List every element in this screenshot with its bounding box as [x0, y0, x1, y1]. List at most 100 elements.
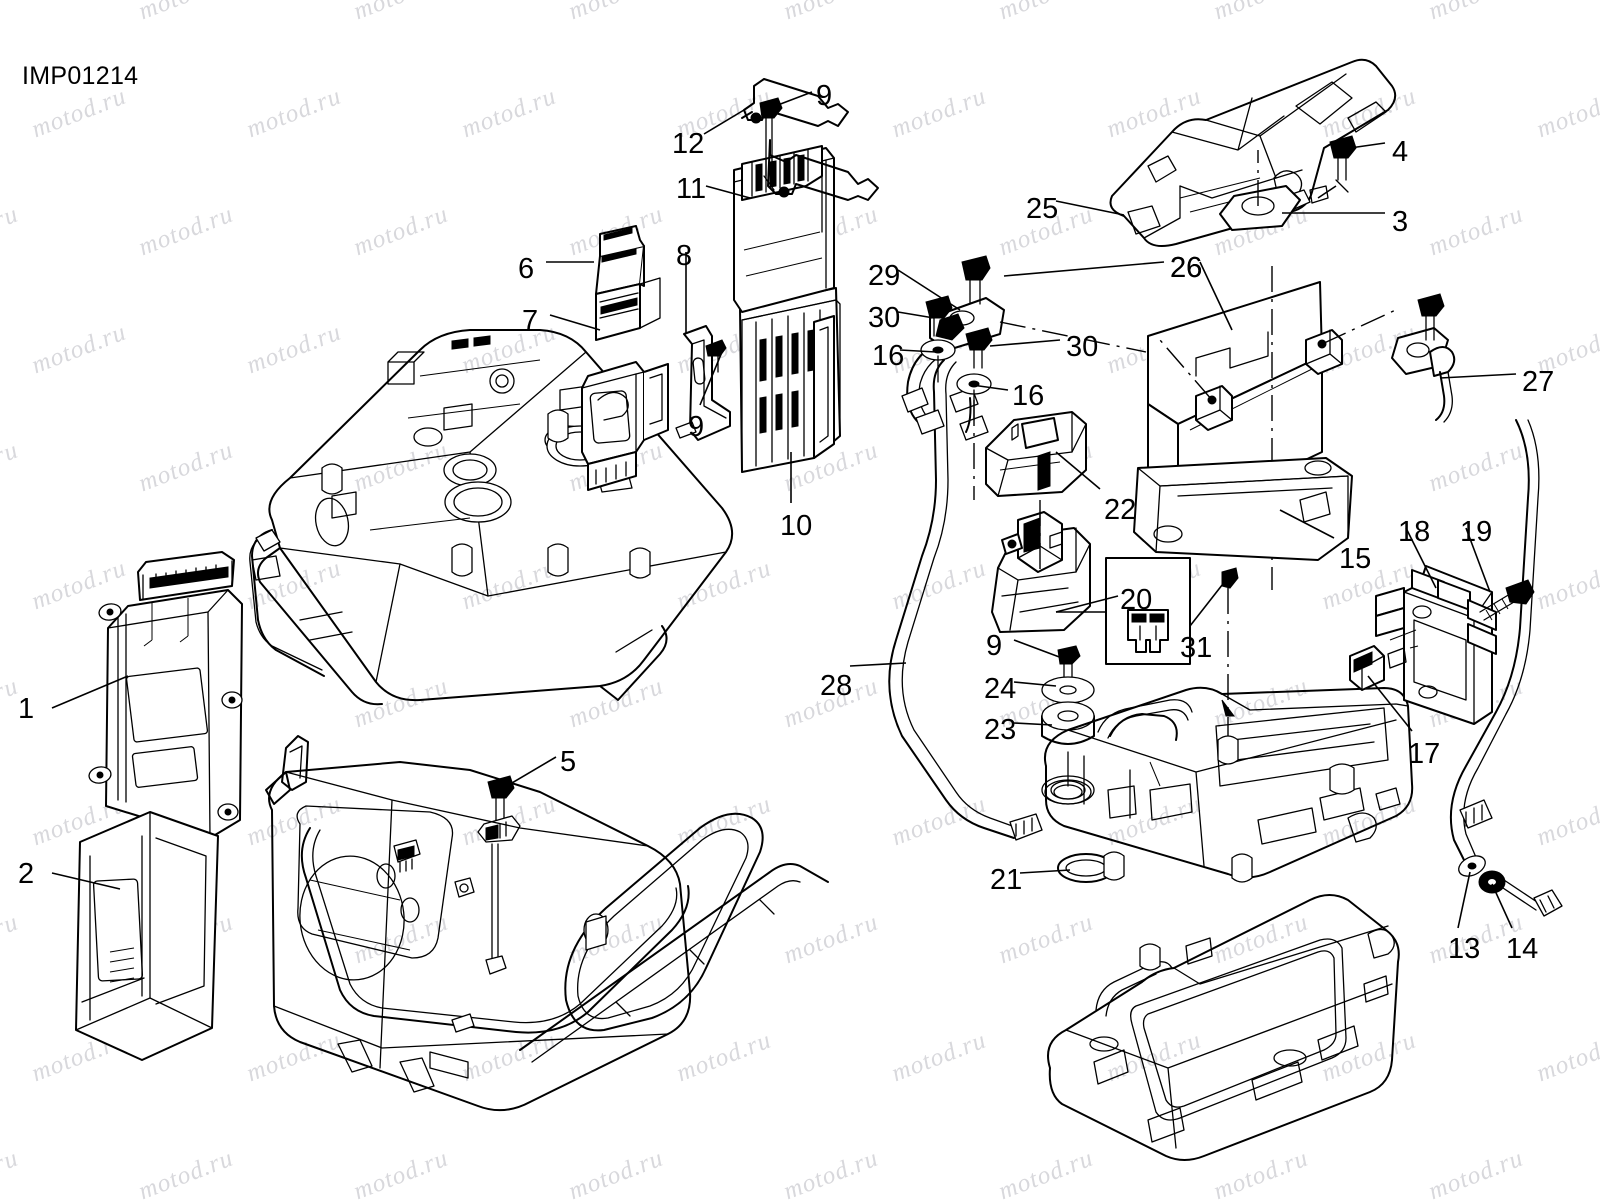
callout-number-16: 16: [872, 340, 905, 372]
callout-number-8: 8: [676, 240, 693, 272]
part-screw-near-bracket: [705, 339, 727, 373]
callout-number-2: 2: [18, 858, 35, 890]
part-damper-mount-stack: [1041, 645, 1095, 805]
part-starter-relay-cover: [985, 411, 1087, 497]
leader-line-31: [1189, 579, 1227, 627]
leader-line-24: [1013, 681, 1057, 687]
callout-number-23: 23: [984, 714, 1017, 746]
leader-line-25: [1055, 200, 1125, 216]
part-connector-regulator: [1349, 629, 1417, 691]
leader-line-16: [971, 384, 1009, 391]
leader-line-27: [1439, 373, 1517, 379]
callout-number-22: 22: [1104, 494, 1137, 526]
part-right-battery-cable: [1449, 419, 1540, 877]
callout-number-1: 1: [18, 693, 35, 725]
leader-line-26: [1199, 261, 1233, 331]
callout-number-3: 3: [1392, 206, 1409, 238]
part-washer-terminal: [1478, 870, 1506, 894]
leader-line-21: [1019, 869, 1071, 874]
leader-line-29: [897, 269, 961, 311]
part-voltage-regulator-rectifier: [1375, 565, 1497, 725]
leader-line-9: [699, 351, 723, 406]
callout-number-28: 28: [820, 670, 853, 702]
part-starter-solenoid: [991, 500, 1091, 633]
part-battery-positive-cable-terminal: [1391, 293, 1456, 423]
callout-number-24: 24: [984, 673, 1017, 705]
callout-number-10: 10: [780, 510, 813, 542]
part-battery-negative-cable: [888, 341, 1043, 841]
callout-leader-lines: [51, 91, 1517, 929]
part-battery-tray: [1133, 457, 1353, 561]
part-screw-battery-box: [1221, 567, 1239, 760]
leader-line-13: [1457, 871, 1471, 929]
leader-line-23: [1013, 722, 1053, 726]
callout-number-4: 4: [1392, 136, 1409, 168]
leader-line-11: [705, 185, 751, 199]
callout-number-29: 29: [868, 260, 901, 292]
callout-number-9: 9: [816, 80, 833, 112]
part-rear-fender-seat-frame: [265, 735, 829, 1112]
callout-number-11: 11: [676, 173, 707, 205]
leader-line-1: [51, 675, 129, 709]
part-bolt-regulator: [1479, 579, 1535, 621]
leader-line-7: [549, 314, 601, 331]
callout-number-19: 19: [1460, 516, 1493, 548]
leader-line-28: [849, 662, 907, 667]
part-connector-plug: [595, 225, 661, 341]
leader-line-9: [769, 91, 813, 109]
callout-number-14: 14: [1506, 933, 1539, 965]
leader-line-18: [1405, 527, 1437, 589]
leader-line-22: [1055, 451, 1101, 490]
part-ecu-mounting-bracket: [75, 811, 219, 1061]
leader-line-30: [989, 339, 1061, 347]
callout-number-9: 9: [688, 411, 705, 443]
callout-number-16: 16: [1012, 380, 1045, 412]
leader-line-5: [499, 756, 557, 791]
part-screw-cover: [1317, 135, 1357, 199]
callout-number-12: 12: [672, 128, 705, 160]
part-connector-holder: [581, 361, 669, 491]
callout-number-20: 20: [1120, 584, 1153, 616]
part-ecu-control-unit: [88, 551, 243, 839]
leader-line-17: [1367, 675, 1413, 732]
leader-line-14: [1491, 883, 1513, 929]
leader-line-4: [1335, 142, 1386, 151]
leader-line-9: [1013, 639, 1063, 659]
callout-number-25: 25: [1026, 193, 1059, 225]
callout-number-18: 18: [1398, 516, 1431, 548]
leader-line-15: [1279, 509, 1335, 539]
part-bolt-terminal: [1499, 879, 1563, 917]
leader-line-19: [1465, 527, 1491, 593]
callout-number-30: 30: [1066, 331, 1099, 363]
callout-number-27: 27: [1522, 366, 1555, 398]
callout-number-17: 17: [1408, 738, 1441, 770]
part-blade-fuse-inset: [1056, 557, 1191, 665]
leader-line-2: [51, 872, 121, 890]
callout-number-30: 30: [868, 302, 901, 334]
leader-line-20: [1055, 595, 1119, 613]
leader-line-12: [703, 109, 745, 135]
part-bolt-frame: [477, 775, 521, 975]
leader-line-26: [1003, 261, 1165, 277]
part-cable-junction-terminal: [920, 255, 1147, 500]
part-fuse-box-lower: [739, 287, 841, 473]
document-id: IMP01214: [22, 62, 139, 90]
part-fuse-box-cover: [733, 145, 835, 313]
part-relay-bracket: [675, 325, 731, 441]
callout-number-21: 21: [990, 864, 1023, 896]
callout-number-13: 13: [1448, 933, 1481, 965]
callout-number-7: 7: [522, 305, 539, 337]
part-rubber-grommet-pad: [1219, 150, 1301, 231]
callout-number-6: 6: [518, 253, 535, 285]
leader-line-16: [899, 349, 937, 353]
leader-line-30: [897, 311, 935, 319]
callout-number-31: 31: [1180, 632, 1213, 664]
part-battery-box-upper: [1044, 686, 1414, 883]
callout-number-15: 15: [1339, 543, 1372, 575]
callout-number-5: 5: [560, 746, 577, 778]
callout-number-9: 9: [986, 630, 1003, 662]
part-battery-box-lower: [1047, 894, 1400, 1161]
callout-number-26: 26: [1170, 252, 1203, 284]
